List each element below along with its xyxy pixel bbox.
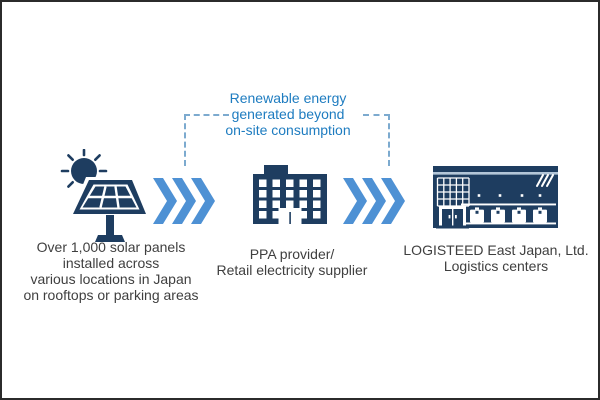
caption-line: Retail electricity supplier bbox=[216, 262, 368, 278]
flow-label-line-2: generated beyond bbox=[231, 106, 345, 122]
flow-label-line-1: Renewable energy bbox=[229, 90, 347, 106]
chevron-arrow-icon bbox=[343, 178, 405, 224]
caption-line: installed across bbox=[62, 255, 160, 271]
dashed-connector-left bbox=[184, 114, 229, 166]
office-building-icon bbox=[253, 165, 327, 224]
flow-label: Renewable energy generated beyond on-sit… bbox=[178, 90, 398, 138]
caption-line: various locations in Japan bbox=[30, 271, 192, 287]
caption-ppa-provider: PPA provider/ Retail electricity supplie… bbox=[182, 246, 402, 278]
caption-logisteed: LOGISTEED East Japan, Ltd. Logistics cen… bbox=[386, 242, 598, 274]
logistics-center-icon bbox=[433, 166, 558, 229]
caption-line: Logistics centers bbox=[443, 258, 549, 274]
caption-line: on rooftops or parking areas bbox=[23, 287, 199, 303]
dashed-connector-right bbox=[363, 114, 390, 166]
caption-solar-panels: Over 1,000 solar panels installed across… bbox=[2, 239, 221, 303]
flow-label-line-3: on-site consumption bbox=[225, 122, 351, 138]
caption-line: Over 1,000 solar panels bbox=[36, 239, 186, 255]
caption-line: LOGISTEED East Japan, Ltd. bbox=[403, 242, 589, 258]
chevron-arrow-icon bbox=[153, 178, 215, 224]
caption-line: PPA provider/ bbox=[249, 246, 335, 262]
solar-panel-sun-icon bbox=[60, 149, 149, 242]
